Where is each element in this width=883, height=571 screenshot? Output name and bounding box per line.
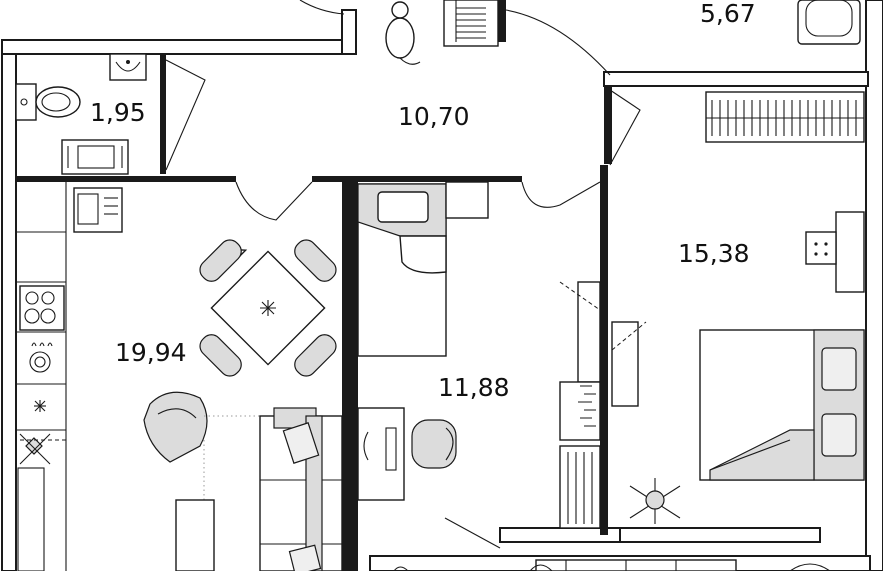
bathroom: 5,67: [700, 0, 861, 45]
balcony: [393, 559, 831, 571]
washing-machine-icon: [61, 139, 129, 175]
stove-icon: [19, 285, 65, 331]
oven-icon: [29, 342, 53, 373]
shoe-cabinet-icon: [443, 0, 499, 47]
kitchen-sink-icon: [73, 187, 123, 233]
room-area-kitchen-living: 19,94: [115, 338, 187, 367]
bedside-lamp-icon: [805, 231, 837, 265]
room-area-bathroom: 5,67: [700, 0, 756, 28]
armchair-icon: [143, 391, 208, 463]
interior-walls: [16, 0, 612, 571]
dining-table-icon: [199, 239, 337, 377]
double-bed-icon: [699, 329, 865, 481]
fridge-icon: [34, 400, 46, 412]
desk-chair-icon: [411, 419, 457, 469]
bathtub-icon: [797, 0, 861, 45]
radiator-icon: [705, 91, 865, 143]
wardrobe-icon: [611, 321, 647, 407]
hallway-items: [385, 0, 499, 65]
toilet-room: 1,95: [15, 53, 147, 175]
desk-icon: [357, 407, 405, 501]
bed-icon: [357, 183, 447, 357]
room-area-children-room: 11,88: [438, 373, 510, 402]
wardrobe-icon: [559, 281, 601, 529]
toilet-icon: [15, 83, 81, 121]
room-area-bedroom: 15,38: [678, 239, 750, 268]
room-area-toilet: 1,95: [90, 98, 146, 127]
plant-icon: [629, 478, 681, 524]
children-room: 11,88: [357, 181, 601, 529]
sofa-icon: [259, 407, 343, 571]
doors: [165, 0, 641, 549]
room-area-hallway: 10,70: [398, 102, 470, 131]
bedroom: 15,38: [611, 91, 865, 524]
cat-icon: [385, 1, 421, 65]
kitchen-living: 19,94: [16, 182, 343, 571]
plant-icon: [19, 433, 51, 465]
sink-icon: [109, 53, 147, 81]
